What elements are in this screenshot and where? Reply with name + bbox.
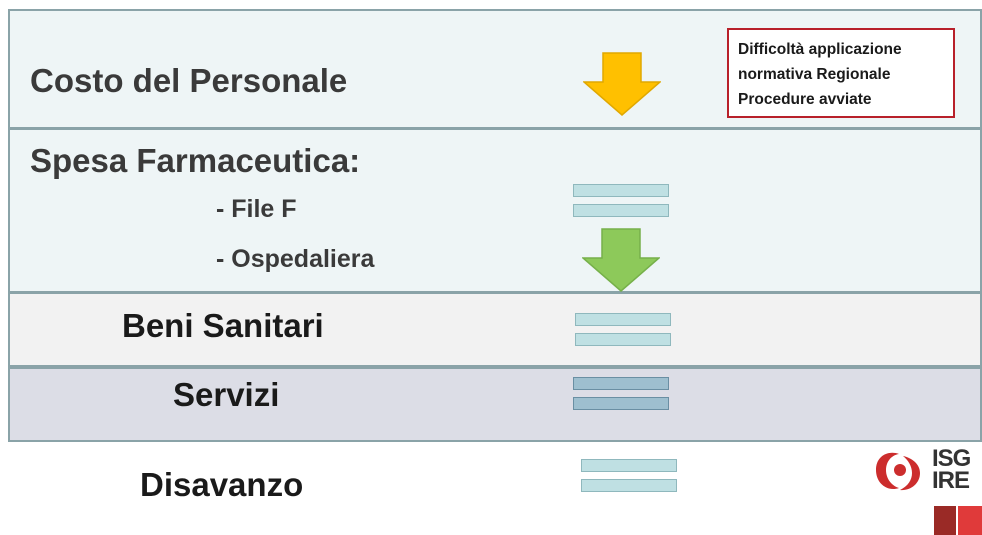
- disavanzo-label: Disavanzo: [140, 466, 304, 503]
- row-servizi: [8, 367, 982, 442]
- isgire-logo: ISG IRE: [870, 446, 982, 535]
- file-f-label: - File F: [216, 195, 297, 223]
- beni-sanitari-label: Beni Sanitari: [122, 307, 324, 344]
- note-line-2: normativa Regionale: [738, 66, 891, 83]
- note-line-1: Difficoltà applicazione: [738, 41, 902, 58]
- logo-text-line-2: IRE: [932, 467, 970, 494]
- logo-block-light: [958, 506, 982, 535]
- row-beni-sanitari: [8, 292, 982, 367]
- beni-equals-icon: [575, 313, 671, 349]
- spesa-farmaceutica-label: Spesa Farmaceutica:: [30, 142, 361, 179]
- servizi-equals-icon: [573, 377, 669, 413]
- logo-text-line-1: ISG: [932, 445, 971, 472]
- logo-block-dark: [934, 506, 956, 535]
- note-box: Difficoltà applicazione normativa Region…: [727, 28, 955, 118]
- down-arrow-orange-icon: [583, 52, 661, 116]
- row-spesa-farmaceutica: [8, 128, 982, 293]
- note-line-3: Procedure avviate: [738, 91, 872, 108]
- down-arrow-green-icon: [582, 228, 660, 292]
- logo-mark-icon: [876, 452, 920, 491]
- servizi-label: Servizi: [173, 376, 280, 413]
- ospedaliera-label: - Ospedaliera: [216, 245, 375, 273]
- costo-personale-label: Costo del Personale: [30, 62, 348, 99]
- file-f-equals-icon: [573, 184, 669, 220]
- disavanzo-equals-icon: [581, 459, 677, 495]
